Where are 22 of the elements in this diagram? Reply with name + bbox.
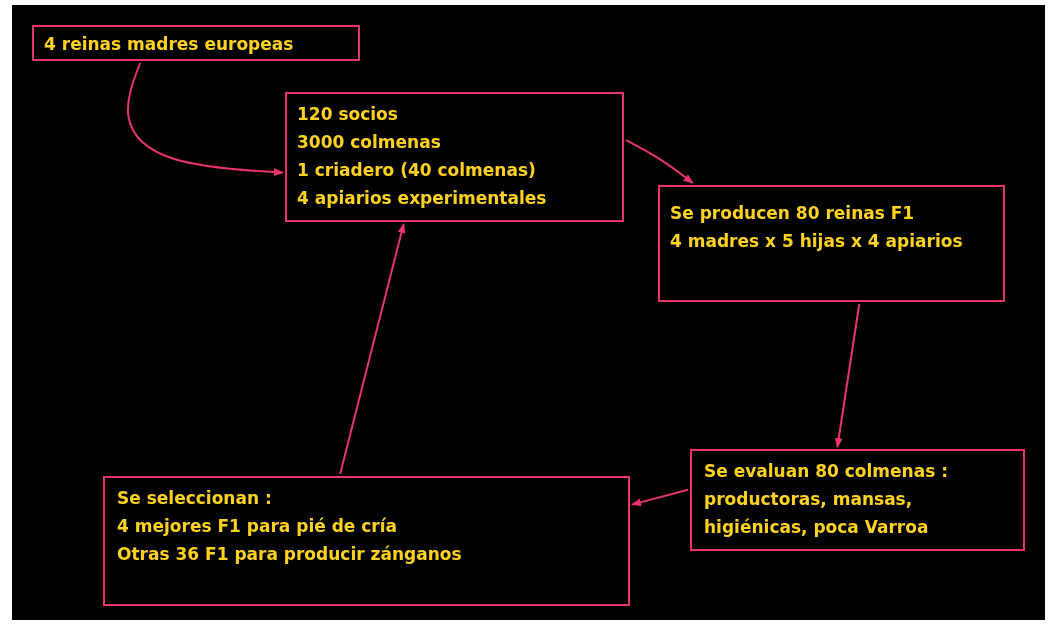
box-text: Se seleccionan : — [117, 487, 273, 510]
arrow — [625, 139, 694, 184]
box-text: 4 mejores F1 para pié de cría — [117, 515, 399, 538]
box-text: 4 madres x 5 hijas x 4 apiarios — [670, 230, 964, 253]
box-text: 3000 colmenas — [297, 131, 442, 154]
text-box — [690, 449, 1025, 551]
box-text: Se evaluan 80 colmenas : — [704, 460, 949, 483]
box-text: 1 criadero (40 colmenas) — [297, 159, 537, 182]
box-text: Otras 36 F1 para producir zánganos — [117, 543, 463, 566]
box-text: 120 socios — [297, 103, 399, 126]
arrow — [631, 488, 689, 507]
text-box — [658, 185, 1005, 302]
arrow — [834, 303, 861, 448]
arrow — [126, 62, 284, 177]
text-box — [103, 476, 630, 606]
text-box — [32, 25, 360, 61]
box-text: Se producen 80 reinas F1 — [670, 202, 916, 225]
box-text: productoras, mansas, higiénicas, poca Varroa — [704, 488, 930, 539]
arrow — [339, 223, 406, 475]
box-text: 4 reinas madres europeas — [44, 33, 295, 56]
box-text: 4 apiarios experimentales — [297, 187, 548, 210]
text-box — [285, 92, 624, 222]
